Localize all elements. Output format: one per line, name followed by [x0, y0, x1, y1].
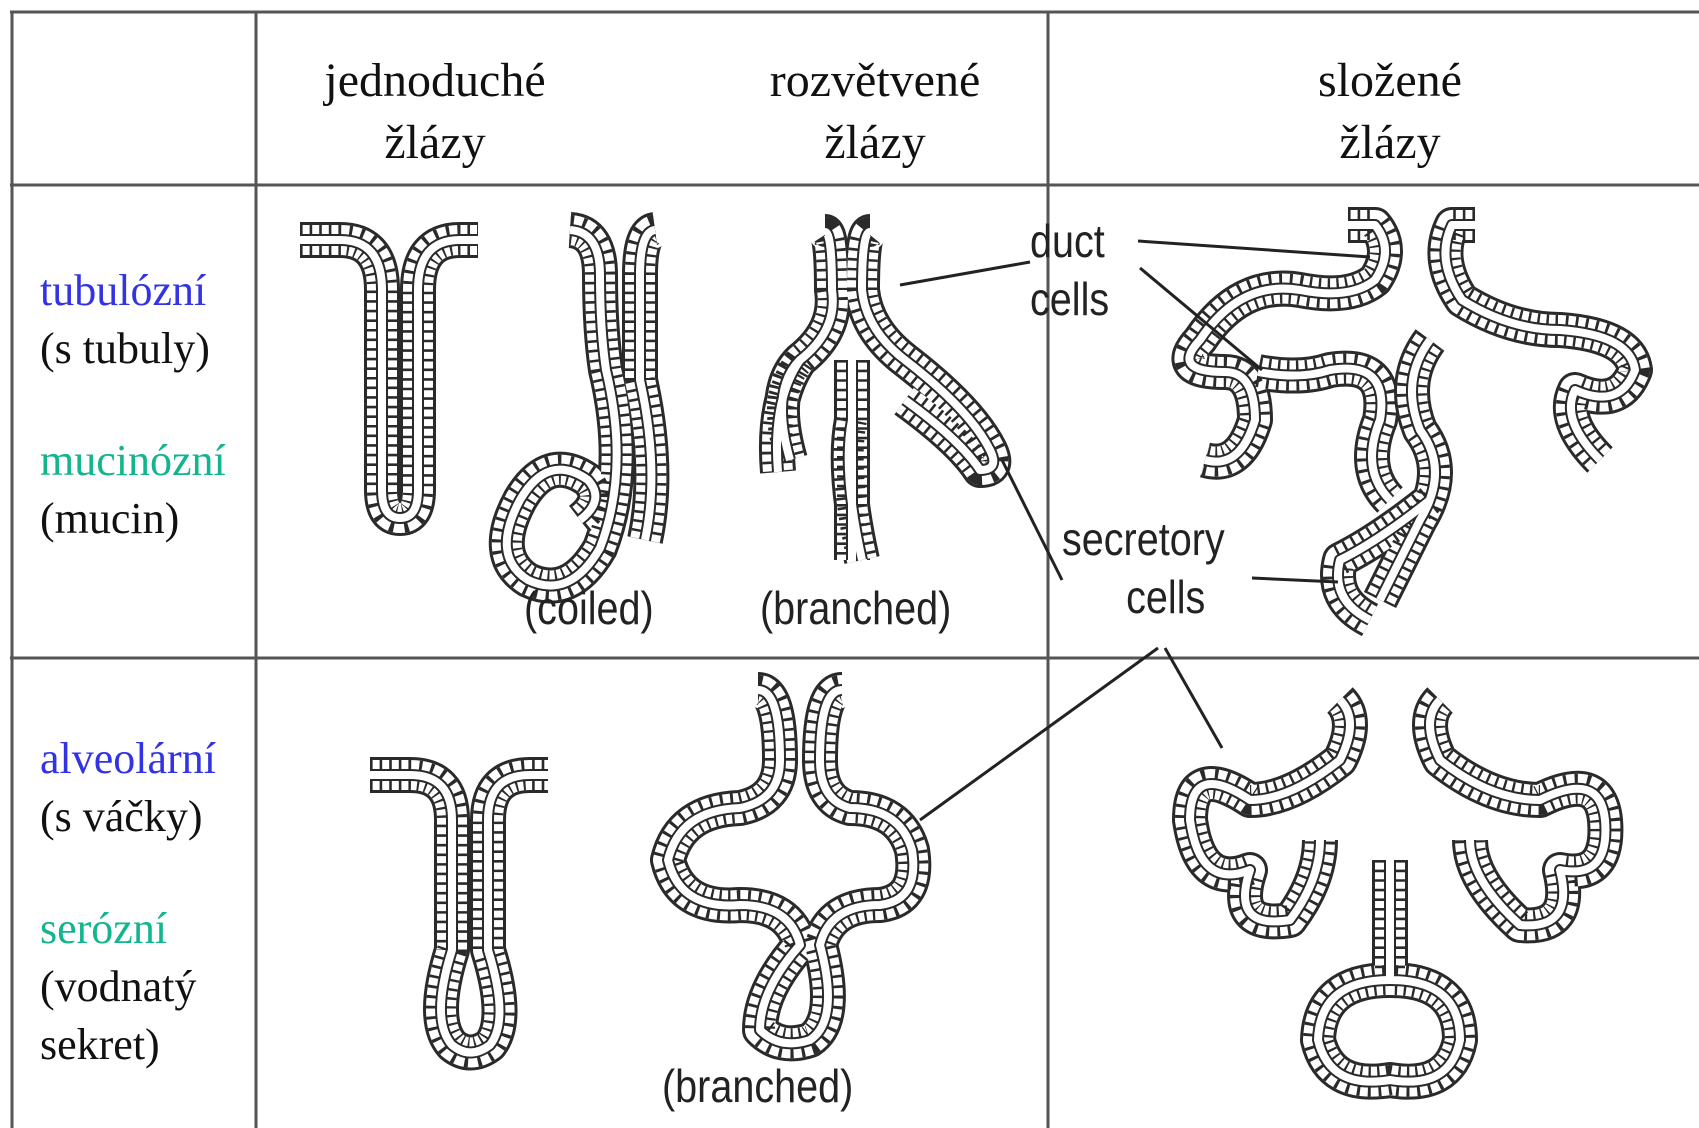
gland-branched-tubular — [777, 232, 993, 560]
gland-simple-alveolar — [370, 775, 548, 1053]
label-secretory-cells: secretory cells — [1062, 510, 1225, 626]
label-duct-cells-line1: duct — [1030, 212, 1109, 270]
label-branched-bottom: (branched) — [662, 1058, 853, 1114]
gland-branched-alveolar — [668, 690, 913, 1043]
gland-compound-alveolar — [1190, 700, 1605, 1082]
gland-simple-tubular — [300, 240, 478, 518]
gland-compound-tubular-left — [1189, 225, 1390, 500]
label-secretory-cells-line2: cells — [1062, 568, 1225, 626]
label-secretory-cells-line1: secretory — [1062, 510, 1225, 568]
gland-simple-coiled — [507, 230, 655, 586]
label-branched-top: (branched) — [760, 580, 951, 636]
label-coiled: (coiled) — [524, 580, 654, 636]
label-duct-cells: duct cells — [1030, 212, 1109, 328]
label-duct-cells-line2: cells — [1030, 270, 1109, 328]
